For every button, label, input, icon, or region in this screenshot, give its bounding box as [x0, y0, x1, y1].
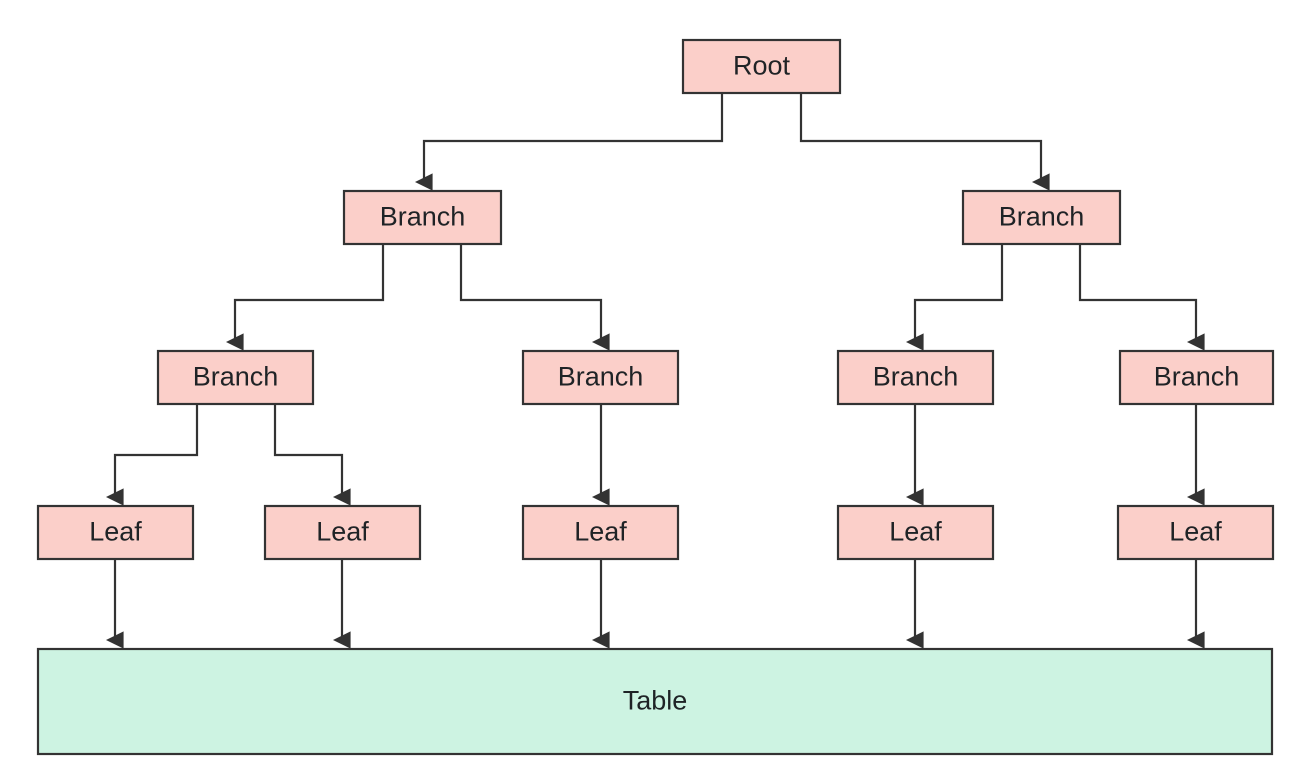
node-l4-label: Leaf	[889, 517, 942, 547]
edge-b2-to-b2a	[905, 244, 1004, 351]
edge-b1a-to-l1	[105, 404, 199, 506]
node-table-label: Table	[623, 686, 688, 716]
node-l2[interactable]: Leaf	[263, 504, 422, 561]
node-b1a[interactable]: Branch	[156, 349, 315, 406]
node-l1-label: Leaf	[89, 517, 142, 547]
node-root-label: Root	[733, 51, 791, 81]
node-b2a-box	[836, 349, 995, 406]
node-b1-box	[342, 189, 503, 246]
node-b1-label: Branch	[380, 202, 466, 232]
edge-b1-to-b1b	[459, 244, 610, 351]
node-b2-label: Branch	[999, 202, 1085, 232]
edge-root-to-b2	[799, 93, 1050, 191]
node-b1a-box	[156, 349, 315, 406]
node-b1b-box	[521, 349, 680, 406]
node-b2b[interactable]: Branch	[1118, 349, 1275, 406]
node-l4[interactable]: Leaf	[836, 504, 995, 561]
node-root-box	[681, 38, 842, 95]
edge-b1-to-b1a	[225, 244, 385, 351]
node-b2[interactable]: Branch	[961, 189, 1122, 246]
node-l3-box	[521, 504, 680, 561]
node-l2-box	[263, 504, 422, 561]
edge-b2-to-b2b	[1078, 244, 1205, 351]
node-table-box	[36, 647, 1274, 756]
node-l1-box	[36, 504, 195, 561]
node-b1b[interactable]: Branch	[521, 349, 680, 406]
node-b1a-label: Branch	[193, 362, 279, 392]
node-b2a[interactable]: Branch	[836, 349, 995, 406]
node-l5-box	[1116, 504, 1275, 561]
node-b2-box	[961, 189, 1122, 246]
node-l5[interactable]: Leaf	[1116, 504, 1275, 561]
node-b1[interactable]: Branch	[342, 189, 503, 246]
node-l4-box	[836, 504, 995, 561]
node-l5-label: Leaf	[1169, 517, 1222, 547]
node-table[interactable]: Table	[36, 647, 1274, 756]
node-b2b-box	[1118, 349, 1275, 406]
node-l2-label: Leaf	[316, 517, 369, 547]
node-b2b-label: Branch	[1154, 362, 1240, 392]
edges-layer	[105, 93, 1205, 649]
edge-root-to-b1	[414, 93, 724, 191]
node-l3-label: Leaf	[574, 517, 627, 547]
edge-b1a-to-l2	[273, 404, 351, 506]
node-root[interactable]: Root	[681, 38, 842, 95]
node-b1b-label: Branch	[558, 362, 644, 392]
node-l3[interactable]: Leaf	[521, 504, 680, 561]
node-b2a-label: Branch	[873, 362, 959, 392]
node-l1[interactable]: Leaf	[36, 504, 195, 561]
